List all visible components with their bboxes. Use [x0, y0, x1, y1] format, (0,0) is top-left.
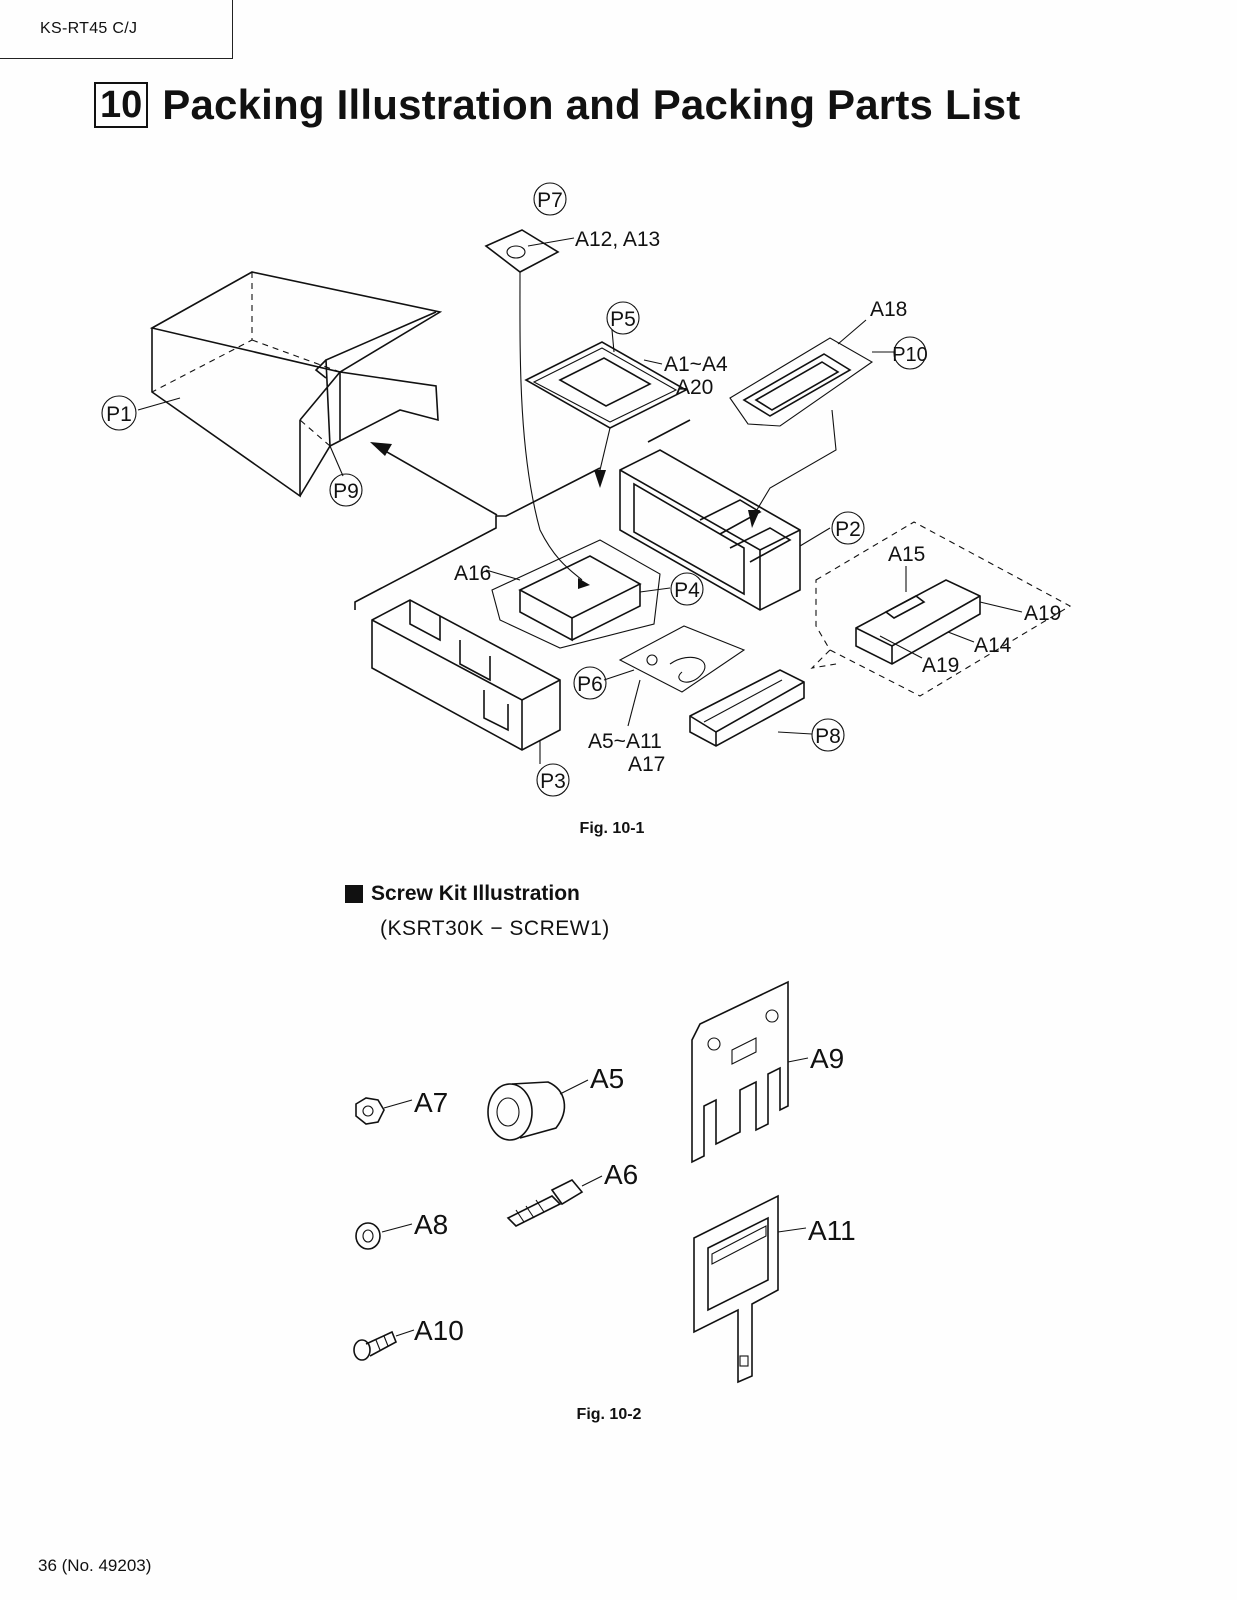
- screw-kit-code: (KSRT30K − SCREW1): [380, 917, 610, 940]
- nut-a7-drawing: [355, 1097, 413, 1125]
- callout-circle-p9: P9: [329, 473, 363, 507]
- callout-circle-p5: P5: [606, 301, 640, 335]
- label-a15: A15: [888, 543, 925, 566]
- callout-circle-p7: P7: [533, 182, 567, 216]
- unit-bag-drawing: [491, 539, 661, 649]
- label-a19-right: A19: [1024, 602, 1061, 625]
- page-title-text: Packing Illustration and Packing Parts L…: [162, 81, 1021, 128]
- assembly-bracket-line-2: [647, 419, 691, 443]
- callout-circle-p6: P6: [573, 666, 607, 700]
- manual-envelope-drawing: [524, 341, 688, 488]
- figure-10-1-caption: Fig. 10-1: [579, 820, 645, 837]
- svg-text:P9: P9: [333, 480, 359, 503]
- svg-text:P1: P1: [106, 403, 132, 426]
- label-a17: A17: [628, 753, 665, 776]
- label-a1-a4: A1~A4: [664, 353, 728, 376]
- bracket-a9-drawing: [691, 980, 809, 1164]
- washer-a8-drawing: [355, 1222, 413, 1250]
- parts-bag-drawing: [618, 625, 746, 693]
- svg-text:P4: P4: [674, 579, 700, 602]
- label-a11: A11: [808, 1215, 856, 1246]
- detail-callout-pointer: [810, 649, 837, 669]
- screw-kit-title: Screw Kit Illustration: [371, 882, 580, 905]
- screw-kit-heading: Screw Kit Illustration: [345, 882, 580, 906]
- label-a5: A5: [590, 1063, 624, 1094]
- label-a20: A20: [676, 376, 713, 399]
- callout-circle-p3: P3: [536, 763, 570, 797]
- model-number: KS-RT45 C/J: [40, 20, 138, 37]
- square-bullet-icon: [345, 885, 363, 903]
- accessory-tray-drawing: [855, 579, 981, 665]
- insert-arrow-line: [379, 447, 498, 516]
- faceplate-bag-drawing: [729, 337, 874, 528]
- cushion-p3-drawing: [371, 599, 561, 751]
- svg-text:P10: P10: [892, 344, 928, 366]
- callout-circle-p8: P8: [811, 718, 845, 752]
- stud-a6-drawing: [506, 1175, 603, 1227]
- cushion-p2-drawing: [619, 449, 801, 611]
- label-a19-bottom: A19: [922, 654, 959, 677]
- svg-text:P6: P6: [577, 673, 603, 696]
- section-number-box: 10: [94, 82, 149, 128]
- label-a7: A7: [414, 1087, 448, 1118]
- page-title: 10 Packing Illustration and Packing Part…: [94, 80, 1020, 130]
- figure-10-2-caption: Fig. 10-2: [576, 1406, 642, 1423]
- model-header-box: KS-RT45 C/J: [0, 0, 233, 59]
- carton-box-drawing: [149, 271, 443, 498]
- label-a12-a13: A12, A13: [575, 228, 660, 251]
- svg-text:P5: P5: [610, 308, 636, 331]
- callout-circle-p4: P4: [670, 572, 704, 606]
- label-a18: A18: [870, 298, 907, 321]
- arrow-head-icon: [370, 442, 392, 456]
- label-a9: A9: [810, 1043, 844, 1074]
- detail-callout-outline: [815, 521, 1072, 697]
- callout-circle-p2: P2: [831, 511, 865, 545]
- label-a14: A14: [974, 634, 1012, 657]
- plate-a11-drawing: [693, 1194, 807, 1384]
- label-a8: A8: [414, 1209, 448, 1240]
- pad-p8-drawing: [689, 669, 805, 747]
- svg-text:P8: P8: [815, 725, 841, 748]
- svg-text:P2: P2: [835, 518, 861, 541]
- page-footer: 36 (No. 49203): [38, 1556, 152, 1575]
- label-a5-a11: A5~A11: [588, 730, 662, 753]
- label-a10: A10: [414, 1315, 464, 1346]
- bushing-a5-drawing: [487, 1079, 589, 1141]
- callout-circle-p10: P10: [892, 336, 928, 370]
- leader-lines: [137, 237, 1023, 764]
- screw-a10-drawing: [353, 1329, 415, 1361]
- small-bag-drawing: [484, 229, 590, 589]
- label-a16: A16: [454, 562, 491, 585]
- svg-text:P7: P7: [537, 189, 563, 212]
- callout-circle-p1: P1: [101, 395, 137, 431]
- label-a6: A6: [604, 1159, 638, 1190]
- assembly-bracket-line: [354, 467, 601, 610]
- svg-text:P3: P3: [540, 770, 566, 793]
